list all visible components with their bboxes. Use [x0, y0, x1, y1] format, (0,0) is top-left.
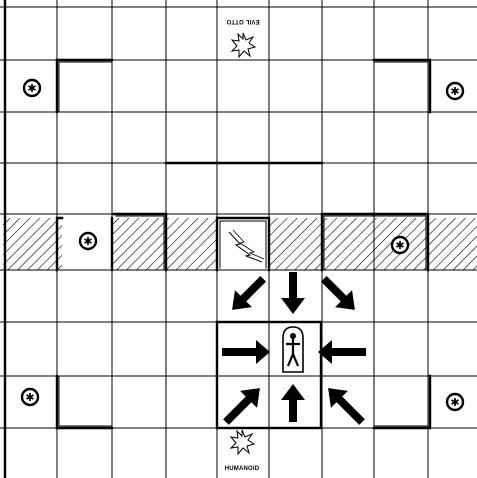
svg-text:✱: ✱: [83, 235, 92, 248]
svg-text:✱: ✱: [450, 396, 459, 409]
post-icon: ✱: [447, 83, 463, 99]
svg-text:✱: ✱: [25, 391, 34, 404]
evil-otto-label: EVIL OTTO: [226, 18, 259, 24]
humanoid-figure: [283, 327, 303, 372]
arrow-left: [318, 340, 366, 364]
svg-text:✱: ✱: [27, 82, 36, 95]
arrow-down-left: [315, 270, 363, 318]
starburst-icon: [231, 430, 254, 454]
post-icon: ✱: [22, 389, 38, 405]
starburst-icon: [232, 33, 255, 57]
svg-text:✱: ✱: [450, 85, 459, 98]
post-icon: ✱: [24, 80, 40, 96]
arrow-right: [222, 340, 270, 364]
humanoid-label: HUMANOID: [225, 466, 260, 472]
svg-text:✱: ✱: [395, 239, 404, 252]
arrow-up: [281, 384, 305, 422]
post-icon: ✱: [80, 233, 96, 249]
post-icon: ✱: [392, 237, 408, 253]
arrow-down: [281, 272, 305, 314]
arrow-up-right: [217, 380, 268, 431]
arrow-up-left: [320, 380, 371, 431]
arrow-down-right: [224, 270, 272, 318]
post-icon: ✱: [447, 394, 463, 410]
